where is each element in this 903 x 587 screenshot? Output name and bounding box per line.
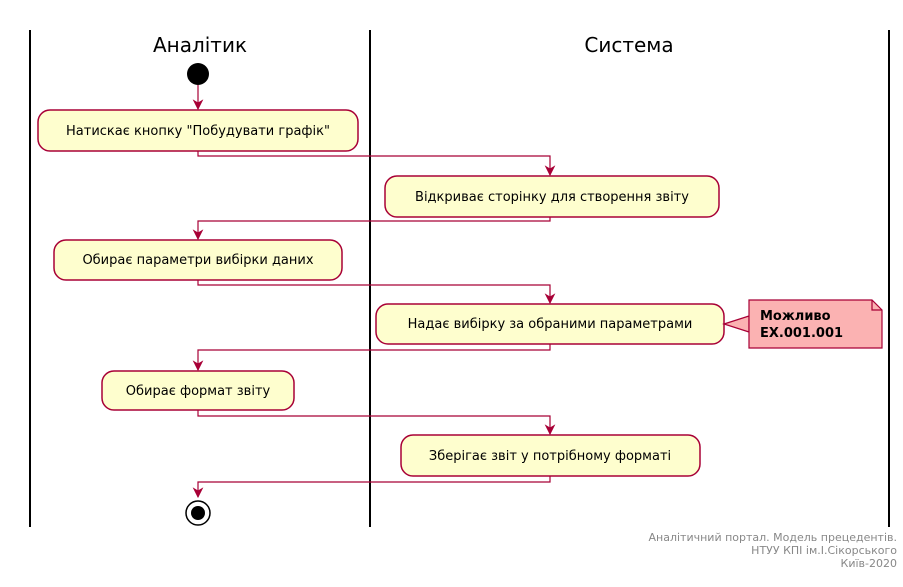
activity-label: Обирає параметри вибірки даних xyxy=(82,253,313,268)
activity-select-sample-params: Обирає параметри вибірки даних xyxy=(53,239,343,281)
note-box xyxy=(748,299,883,349)
footer-line-title: Аналітичний портал. Модель прецедентів. xyxy=(648,531,897,544)
note-line-1: Можливо xyxy=(760,309,831,324)
flow-arrow-4 xyxy=(192,344,551,372)
flow-arrow-1 xyxy=(197,151,556,177)
note-possible-exception: Можливо EX.001.001 xyxy=(722,299,883,349)
activity-select-report-format: Обирає формат звіту xyxy=(101,370,295,411)
flow-arrow-2 xyxy=(192,217,551,241)
swimlane-title-system: Система xyxy=(584,33,673,57)
activity-box xyxy=(37,109,359,152)
activity-open-report-page: Відкриває сторінку для створення звіту xyxy=(384,175,720,218)
start-node xyxy=(187,63,209,85)
activity-provide-sample: Надає вибірку за обраними параметрами xyxy=(375,303,725,345)
footer-line-university: НТУУ КПІ ім.І.Сікорського xyxy=(751,544,897,557)
flow-arrow-end xyxy=(192,476,551,499)
note-connector xyxy=(722,315,750,333)
activity-box xyxy=(400,434,701,477)
note-line-2: EX.001.001 xyxy=(760,326,843,341)
activity-box xyxy=(53,239,343,281)
activity-press-build-chart: Натискає кнопку "Побудувати графік" xyxy=(37,109,359,152)
end-node xyxy=(185,500,211,526)
activity-label: Натискає кнопку "Побудувати графік" xyxy=(66,124,330,139)
footer-line-city-year: Київ-2020 xyxy=(840,557,897,570)
swimlane-title-analyst: Аналітик xyxy=(153,33,247,57)
activity-save-report: Зберігає звіт у потрібному форматі xyxy=(400,434,701,477)
note-fold xyxy=(871,300,882,311)
flow-arrows xyxy=(192,85,556,499)
activity-label: Зберігає звіт у потрібному форматі xyxy=(429,449,671,464)
activity-box xyxy=(384,175,720,218)
activity-label: Обирає формат звіту xyxy=(126,384,271,399)
activity-box xyxy=(101,370,295,411)
flow-arrow-5 xyxy=(197,410,556,436)
activity-label: Відкриває сторінку для створення звіту xyxy=(415,190,689,205)
diagram-footer: Аналітичний портал. Модель прецедентів. … xyxy=(649,531,897,570)
flow-arrow-3 xyxy=(197,280,556,305)
activity-label: Надає вибірку за обраними параметрами xyxy=(408,317,693,332)
